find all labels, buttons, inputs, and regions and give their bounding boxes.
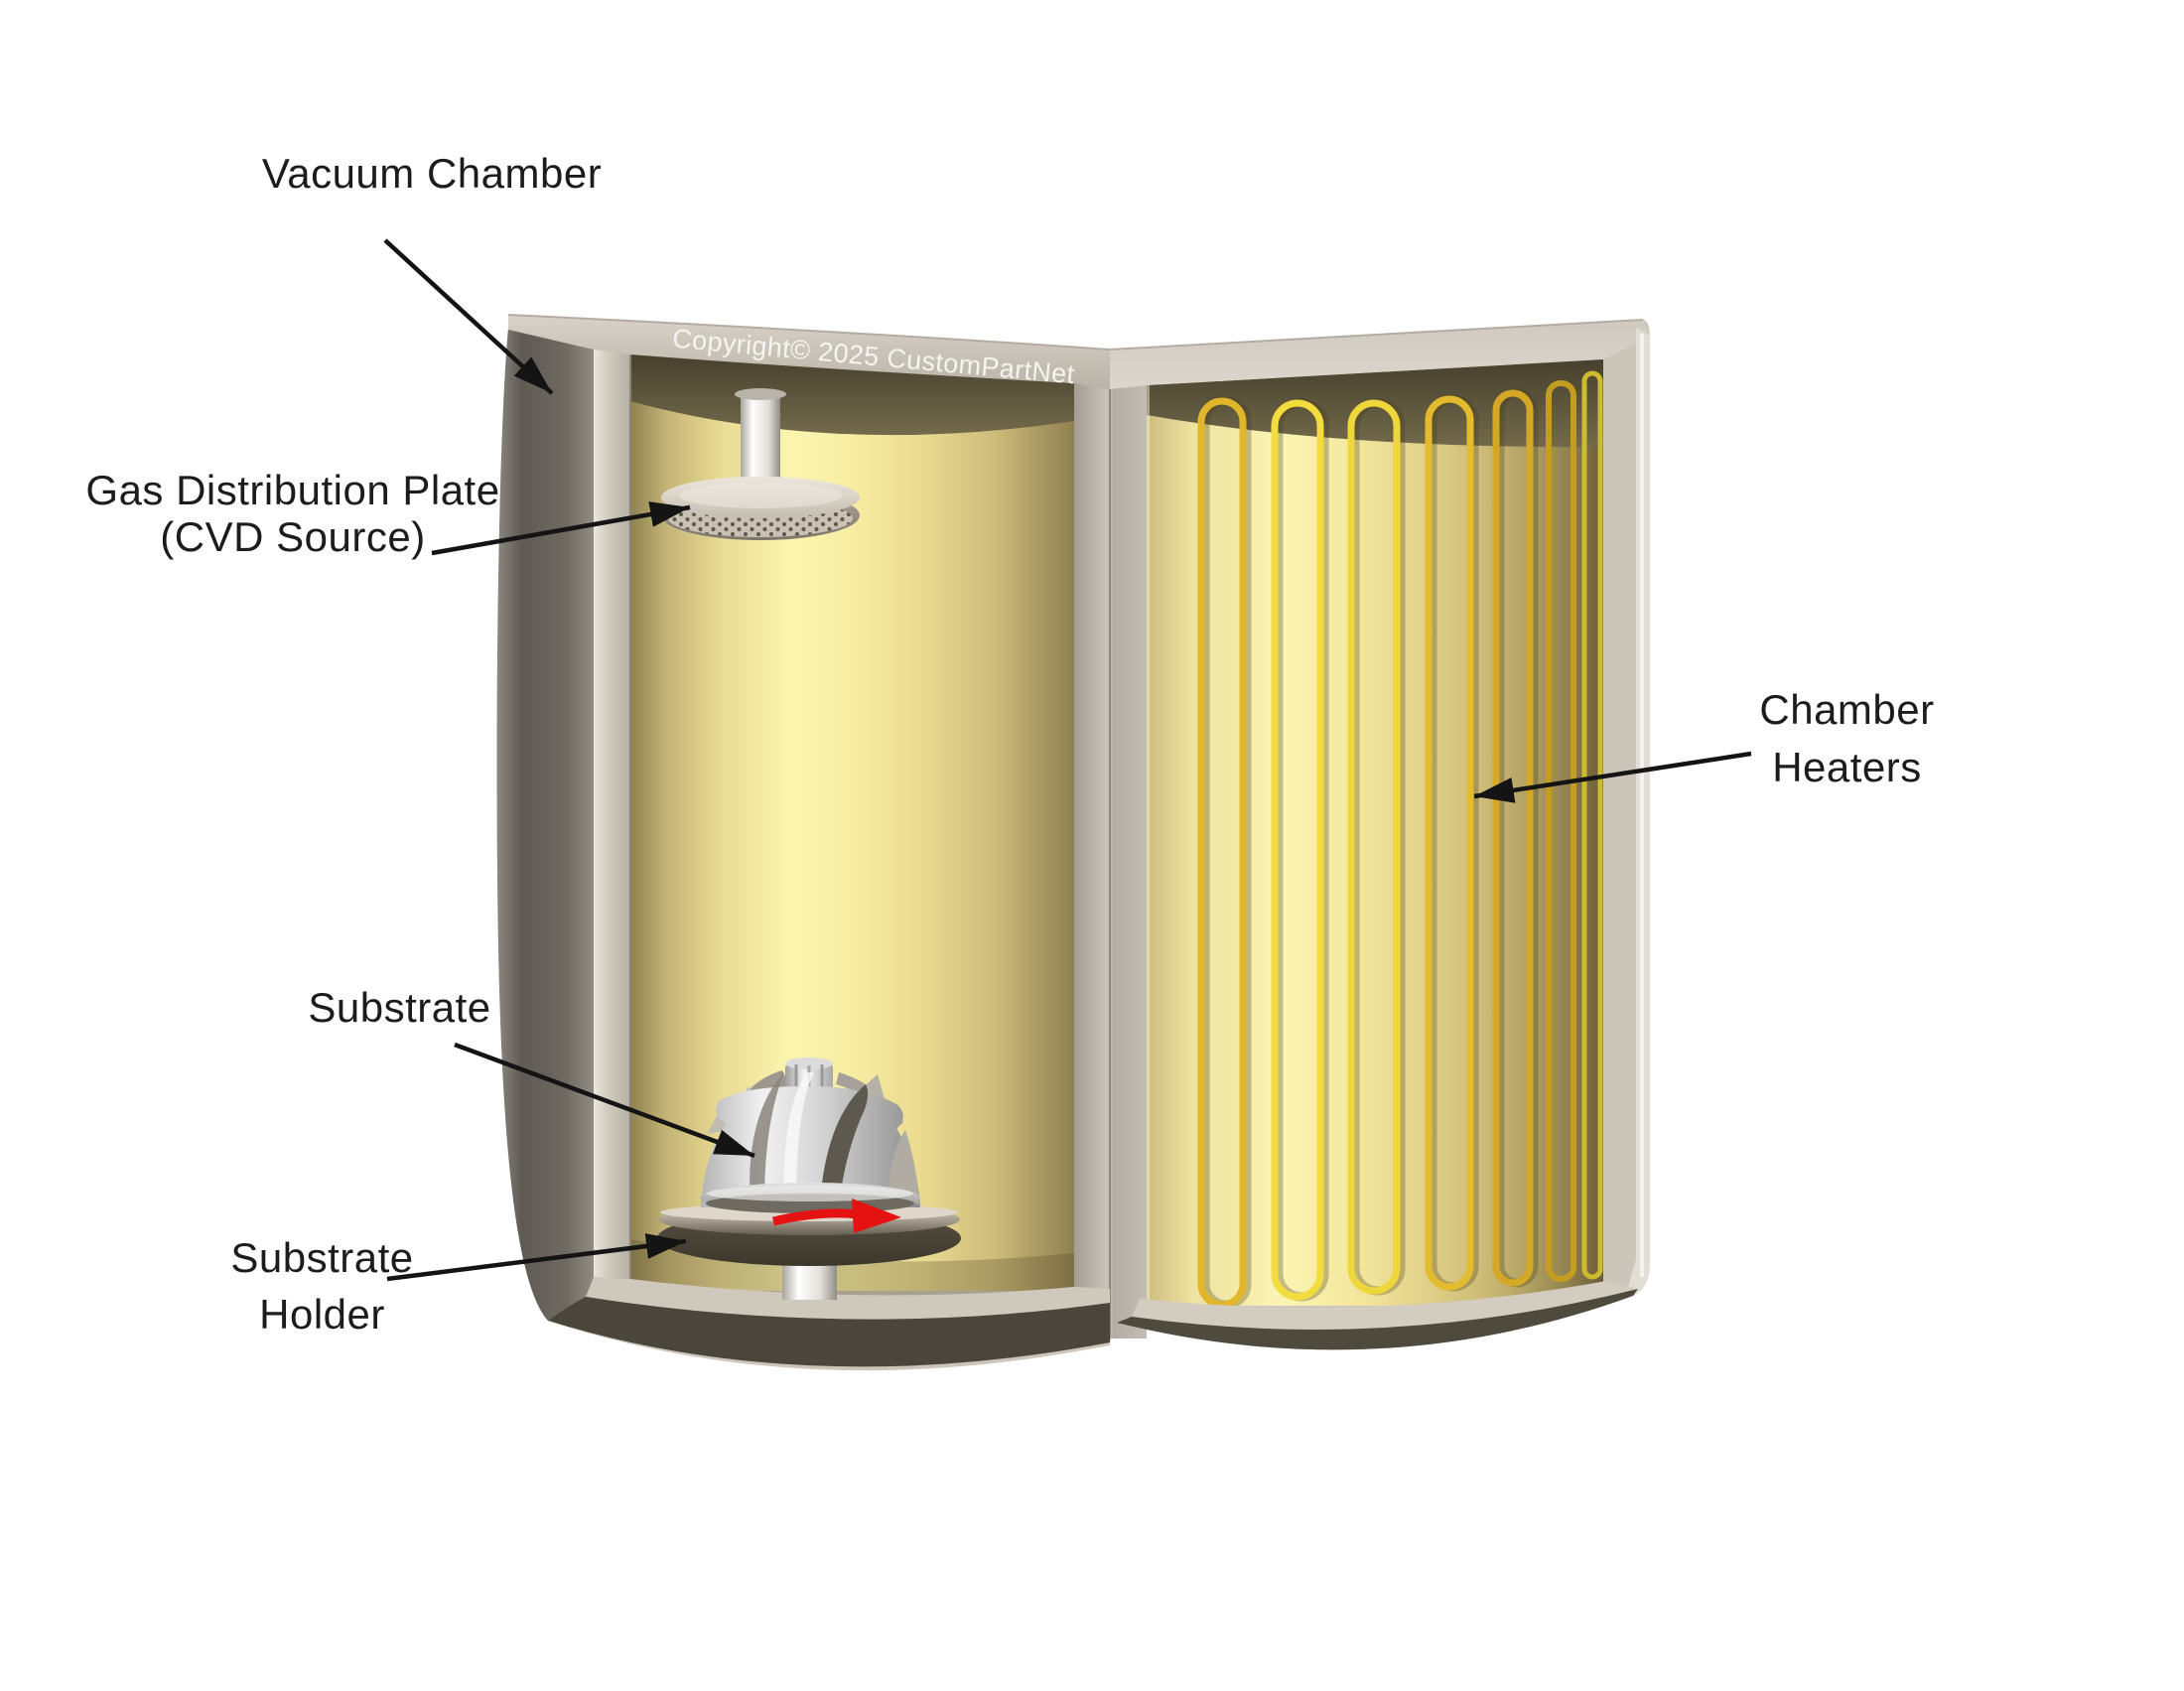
outer-wall bbox=[496, 328, 596, 1321]
substrate-holder-label: Substrate Holder bbox=[220, 1229, 424, 1342]
heater-element bbox=[1425, 395, 1474, 1291]
chamber-heaters-arrow bbox=[1473, 751, 1752, 803]
chamber-heaters bbox=[1197, 370, 1603, 1310]
chamber-heaters-label-line2: Heaters bbox=[1772, 744, 1922, 790]
substrate-label: Substrate bbox=[308, 984, 491, 1031]
gas-distribution-plate bbox=[661, 388, 860, 540]
heater-element bbox=[1271, 399, 1324, 1301]
gas-distribution-plate-label: Gas Distribution Plate (CVD Source) bbox=[69, 467, 516, 560]
vacuum-chamber-label: Vacuum Chamber bbox=[261, 150, 603, 197]
heater-element bbox=[1492, 389, 1534, 1287]
gas-plate-arrow bbox=[431, 501, 691, 556]
chamber-heaters-label-line1: Chamber bbox=[1759, 686, 1935, 733]
heater-element bbox=[1581, 370, 1603, 1280]
substrate-holder-arrow bbox=[386, 1233, 687, 1282]
chamber-bottom-shadow bbox=[548, 1297, 1110, 1367]
gas-plate-label-line1: Gas Distribution Plate bbox=[85, 467, 500, 513]
vacuum-chamber-arrow bbox=[383, 238, 554, 395]
heater-element bbox=[1546, 380, 1576, 1282]
substrate-arrow bbox=[454, 1042, 755, 1159]
substrate-holder-label-line1: Substrate bbox=[230, 1234, 414, 1281]
chamber-bottom-shadow bbox=[1117, 1289, 1638, 1350]
substrate-holder-label-line2: Holder bbox=[259, 1291, 385, 1338]
gas-plate-label-line2: (CVD Source) bbox=[160, 513, 426, 560]
right-chamber-interior bbox=[1147, 357, 1603, 1310]
substrate-turbine bbox=[700, 1057, 920, 1213]
chamber-heaters-label: Chamber Heaters bbox=[1745, 681, 1949, 796]
heater-element bbox=[1347, 399, 1401, 1295]
rotation-arrow-icon bbox=[772, 1198, 901, 1233]
heater-element bbox=[1197, 397, 1247, 1309]
